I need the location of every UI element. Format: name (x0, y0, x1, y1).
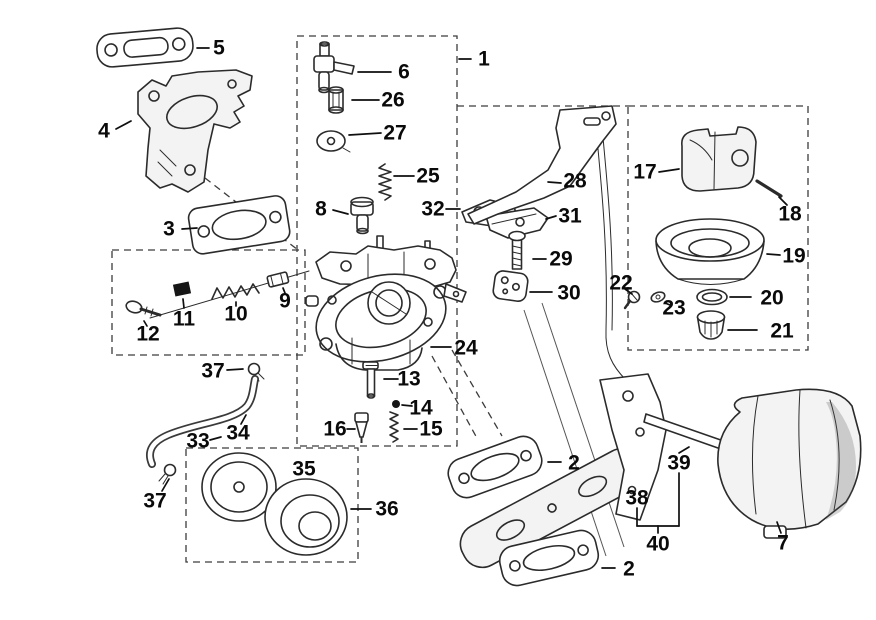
callout-10: 10 (224, 303, 247, 326)
callout-13: 13 (397, 368, 420, 391)
callout-20: 20 (760, 287, 783, 310)
callout-11: 11 (173, 308, 196, 331)
dashed-link-line (451, 349, 503, 437)
callout-2-lower: 2 (623, 558, 635, 581)
callout-30: 30 (557, 282, 580, 305)
callout-40-bracket (636, 472, 680, 534)
part-20-oring (696, 288, 728, 306)
part-35-element-disc (201, 452, 277, 522)
part-10-spring (211, 283, 260, 300)
callout-12: 12 (136, 323, 159, 346)
callout-26: 26 (381, 89, 404, 112)
callout-34: 34 (226, 422, 250, 445)
part-25-spring (378, 163, 392, 201)
callout-22: 22 (609, 272, 632, 295)
callout-5: 5 (213, 37, 225, 60)
part-26-plunger (328, 86, 344, 114)
part-12-screw (125, 300, 162, 317)
callout-3: 3 (163, 218, 175, 241)
callout-39: 39 (667, 452, 690, 475)
callout-37-lower: 37 (143, 490, 166, 513)
callout-16: 16 (323, 418, 346, 441)
callout-19: 19 (782, 245, 805, 268)
callout-33: 33 (186, 430, 209, 453)
callout-31: 31 (558, 205, 582, 228)
part-23-washer (650, 291, 666, 303)
callout-32: 32 (421, 198, 444, 221)
callout-37-upper: 37 (201, 360, 224, 383)
part-36-element-cup (264, 478, 348, 556)
callout-6: 6 (398, 61, 410, 84)
callout-7: 7 (777, 532, 789, 555)
part-8-jet (350, 196, 374, 235)
callout-8: 8 (315, 198, 327, 221)
alignment-lines (523, 302, 625, 557)
part-13-bolt (362, 361, 379, 399)
callout-38: 38 (625, 487, 649, 510)
callout-4: 4 (98, 120, 110, 143)
dashed-box-air-cleaner-element (185, 447, 359, 563)
dashed-box-carb-internals (296, 35, 458, 447)
part-37-clip-lower (158, 463, 177, 485)
callout-25: 25 (416, 165, 440, 188)
part-29-screw (508, 230, 526, 270)
part-19-float-bowl (655, 218, 765, 285)
dashed-box-float-chamber (627, 105, 809, 351)
callout-27: 27 (383, 122, 406, 145)
callout-labels: 5 1 6 26 4 27 25 17 28 18 3 8 32 31 19 2… (98, 37, 806, 581)
part-17-float (681, 126, 757, 192)
part-7-housing (717, 388, 862, 539)
part-9-sleeve (266, 271, 290, 288)
dashed-link-line (431, 355, 479, 441)
callout-17: 17 (633, 161, 656, 184)
callout-15: 15 (419, 418, 443, 441)
callout-18: 18 (778, 203, 802, 226)
part-15-spring (389, 411, 399, 443)
part-14-ball (392, 400, 400, 408)
callout-2-upper: 2 (568, 452, 580, 475)
part-27-disc (316, 130, 351, 153)
callout-1: 1 (478, 48, 490, 71)
part-3-gasket (187, 195, 291, 255)
callout-36: 36 (375, 498, 398, 521)
part-2-gasket-lower (498, 529, 600, 587)
part-37-clip-upper (247, 362, 265, 382)
choke-rod (595, 126, 627, 381)
part-5-gasket (96, 27, 194, 68)
leader-lines (115, 47, 788, 569)
callout-28: 28 (563, 170, 587, 193)
callout-21: 21 (770, 320, 794, 343)
part-33-hose (146, 375, 259, 468)
part-11-block (172, 281, 192, 297)
callout-35: 35 (292, 458, 316, 481)
part-4-bracket (137, 69, 253, 193)
part-28-lever-arm (467, 105, 617, 225)
part-30-plate (492, 270, 529, 302)
part-6-solenoid (313, 41, 355, 94)
part-21-bowl-nut (696, 310, 726, 340)
callout-14: 14 (409, 397, 433, 420)
part-38-bracket (599, 373, 667, 521)
callout-23: 23 (662, 297, 685, 320)
callout-29: 29 (549, 248, 572, 271)
part-16-needle-valve (354, 412, 369, 443)
callout-24: 24 (454, 337, 478, 360)
callout-9: 9 (279, 290, 291, 313)
part-24-carburetor-body (305, 235, 467, 371)
part-2-gasket-upper (447, 435, 543, 499)
part-18-pin (755, 179, 783, 198)
part-31-plate (485, 207, 549, 239)
part-group-pilot-screw (125, 270, 310, 319)
callout-40: 40 (646, 533, 669, 556)
